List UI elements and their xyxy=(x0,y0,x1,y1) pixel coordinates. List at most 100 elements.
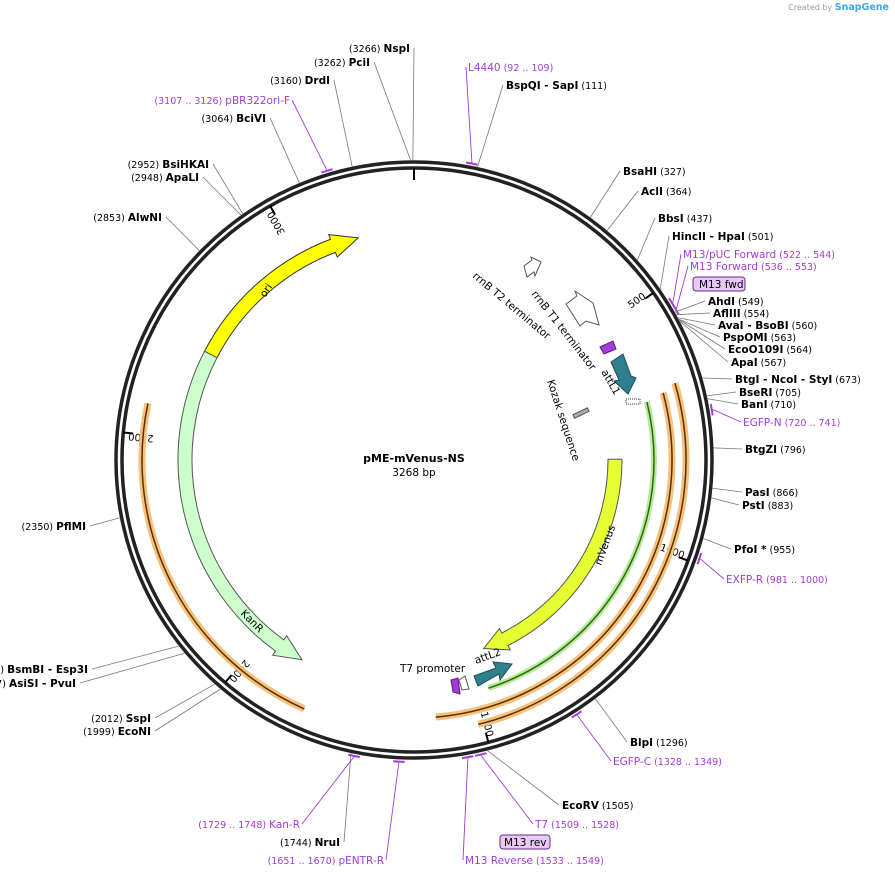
svg-text:AhdI (549): AhdI (549) xyxy=(708,296,764,308)
attl1-feature[interactable] xyxy=(610,353,637,395)
site-btgzi[interactable]: BtgZI (796) xyxy=(745,444,806,456)
leader-lines xyxy=(79,47,743,843)
primer-m13forward[interactable]: M13 Forward (536 .. 553) xyxy=(690,261,817,273)
site-pfoi[interactable]: PfoI * (955) xyxy=(734,544,795,556)
primer-m13reverse[interactable]: M13 Reverse (1533 .. 1549) xyxy=(465,855,604,867)
svg-text:T7 (1509 .. 1528): T7 (1509 .. 1528) xyxy=(534,819,619,831)
attl2-feature[interactable] xyxy=(473,661,513,687)
mvenus-feature[interactable] xyxy=(482,458,623,651)
svg-text:PstI (883): PstI (883) xyxy=(742,500,793,512)
ori-feature[interactable] xyxy=(203,233,360,359)
site-blpi[interactable]: BlpI (1296) xyxy=(630,737,688,749)
m13-fwd-box-label: M13 fwd xyxy=(699,279,744,291)
primer-egfpn[interactable]: EGFP-N (720 .. 741) xyxy=(743,417,840,429)
leader-line xyxy=(679,320,729,363)
svg-text:PasI (866): PasI (866) xyxy=(745,487,798,499)
primer-leader xyxy=(291,99,328,171)
site-avai[interactable]: AvaI - BsoBI (560) xyxy=(718,320,817,332)
leader-line xyxy=(676,312,711,316)
leader-line xyxy=(487,750,560,806)
primer-leader xyxy=(480,755,534,825)
primer-leader xyxy=(385,762,400,861)
svg-text:BanI (710): BanI (710) xyxy=(741,399,796,411)
site-econi[interactable]: (1999) EcoNI xyxy=(83,726,151,738)
svg-text:(2853) AlwNI: (2853) AlwNI xyxy=(93,212,162,224)
leader-line xyxy=(707,398,739,405)
primer-mark xyxy=(465,161,478,166)
site-pcii[interactable]: (3262) PciI xyxy=(314,57,370,69)
attl1-hatch xyxy=(625,398,641,405)
site-apai[interactable]: ApaI (567) xyxy=(731,357,786,369)
site-btgi[interactable]: BtgI - NcoI - StyI (673) xyxy=(735,374,861,386)
site-bcivi[interactable]: (3064) BciVI xyxy=(202,113,266,125)
site-pflmi[interactable]: (2350) PflMI xyxy=(22,521,86,533)
primer-kanr[interactable]: (1729 .. 1748) Kan-R xyxy=(198,819,300,831)
site-psti[interactable]: PstI (883) xyxy=(742,500,793,512)
primer-t7[interactable]: T7 (1509 .. 1528) xyxy=(534,819,619,831)
tick-mark xyxy=(123,431,134,435)
leader-line xyxy=(707,391,737,397)
site-pspomi[interactable]: PspOMI (563) xyxy=(723,332,796,344)
primer-mark xyxy=(474,752,487,757)
t7-promoter-feature[interactable] xyxy=(450,677,461,695)
primer-egfpc[interactable]: EGFP-C (1328 .. 1349) xyxy=(613,756,722,768)
svg-text:(2948) ApaLI: (2948) ApaLI xyxy=(131,172,199,184)
svg-text:EcoRV (1505): EcoRV (1505) xyxy=(562,800,633,812)
primer-leader xyxy=(712,409,742,423)
orf-strand-3-core xyxy=(141,403,305,710)
m13-rev-box-label: M13 rev xyxy=(504,837,547,849)
svg-text:BseRI (705): BseRI (705) xyxy=(739,387,801,399)
primer-mark xyxy=(696,552,703,565)
site-drdi[interactable]: (3160) DrdI xyxy=(270,75,330,87)
site-afliii[interactable]: AflIII (554) xyxy=(713,308,769,320)
site-bspqi[interactable]: BspQI - SapI (111) xyxy=(506,80,607,92)
leader-line xyxy=(606,190,639,231)
site-bsmbi[interactable]: (2103) BsmBI - Esp3I xyxy=(0,664,88,676)
site-bsahi[interactable]: BsaHI (327) xyxy=(623,166,686,178)
site-apali[interactable]: (2948) ApaLI xyxy=(131,172,199,184)
svg-text:(1744) NruI: (1744) NruI xyxy=(280,837,340,849)
site-pasi[interactable]: PasI (866) xyxy=(745,487,798,499)
site-alwni[interactable]: (2853) AlwNI xyxy=(93,212,162,224)
site-bani[interactable]: BanI (710) xyxy=(741,399,796,411)
site-bbsi[interactable]: BbsI (437) xyxy=(658,213,712,225)
site-bsihkai[interactable]: (2952) BsiHKAI xyxy=(128,159,209,171)
backbone-outer xyxy=(114,160,714,760)
site-ecorv[interactable]: EcoRV (1505) xyxy=(562,800,633,812)
svg-text:BbsI (437): BbsI (437) xyxy=(658,213,712,225)
primer-m13pucforward[interactable]: M13/pUC Forward (522 .. 544) xyxy=(683,249,835,261)
primer-pbr322orif[interactable]: (3107 .. 3126) pBR322ori-F xyxy=(154,95,290,107)
rrnb-t2-feature[interactable] xyxy=(523,256,542,278)
svg-text:ApaI (567): ApaI (567) xyxy=(731,357,786,369)
tick-label: 3000 xyxy=(266,209,288,237)
site-hincii[interactable]: HincII - HpaI (501) xyxy=(672,231,773,243)
t7-promoter-label: T7 promoter xyxy=(399,663,466,675)
svg-text:(3266) NspI: (3266) NspI xyxy=(349,43,410,55)
primer-leader xyxy=(465,66,473,163)
svg-text:AflIII (554): AflIII (554) xyxy=(713,308,769,320)
primer-l4440[interactable]: L4440 (92 .. 109) xyxy=(468,62,553,74)
svg-text:(2012) SspI: (2012) SspI xyxy=(91,713,151,725)
primer-exfpr[interactable]: EXFP-R (981 .. 1000) xyxy=(726,574,828,586)
leader-line xyxy=(678,317,716,326)
site-bseri[interactable]: BseRI (705) xyxy=(739,387,801,399)
orf-strand-3 xyxy=(138,402,306,713)
site-nspi[interactable]: (3266) NspI xyxy=(349,43,410,55)
primer-pentrr[interactable]: (1651 .. 1670) pENTR-R xyxy=(268,855,384,867)
t7-small-arrow xyxy=(458,675,470,691)
site-asisi[interactable]: (2087) AsiSI - PvuI xyxy=(0,678,76,690)
svg-text:BsaHI (327): BsaHI (327) xyxy=(623,166,686,178)
site-nrui[interactable]: (1744) NruI xyxy=(280,837,340,849)
kozak-feature[interactable] xyxy=(572,407,590,419)
site-ahdi[interactable]: AhdI (549) xyxy=(708,296,764,308)
site-sspi[interactable]: (2012) SspI xyxy=(91,713,151,725)
primer-leader xyxy=(576,714,612,762)
kanr-feature[interactable] xyxy=(177,350,303,661)
site-ecoo109i[interactable]: EcoO109I (564) xyxy=(728,344,812,356)
leader-line xyxy=(713,447,743,450)
leader-line xyxy=(711,497,740,506)
site-acli[interactable]: AclI (364) xyxy=(641,186,691,198)
orf-strand-2-core xyxy=(478,382,687,726)
svg-text:BtgZI (796): BtgZI (796) xyxy=(745,444,806,456)
rrnb-t1-feature[interactable] xyxy=(565,289,600,327)
